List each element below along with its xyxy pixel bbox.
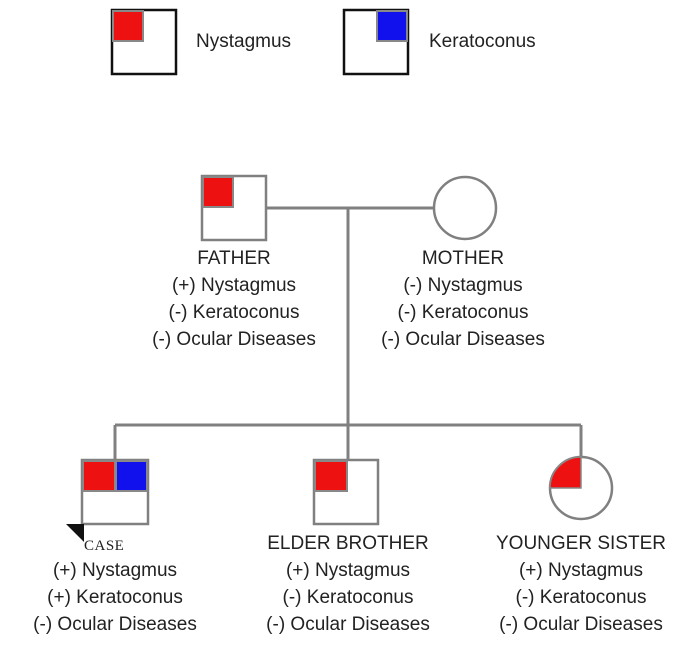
father-line-3: (-) Ocular Diseases <box>152 329 316 350</box>
legend-nystagmus-symbol <box>110 8 178 76</box>
younger-sister-line-1: (+) Nystagmus <box>518 560 644 581</box>
case-line-1: (+) Nystagmus <box>52 560 178 581</box>
elder-brother-line-3: (-) Ocular Diseases <box>266 614 430 635</box>
father-label: FATHER (+) Nystagmus (-) Keratoconus (-)… <box>114 245 354 353</box>
elder-brother-name: ELDER BROTHER <box>267 533 429 554</box>
legend-keratoconus-label: Keratoconus <box>429 31 536 52</box>
case-label: (+) Nystagmus (+) Keratoconus (-) Ocular… <box>0 557 230 638</box>
younger-sister-symbol <box>548 455 614 521</box>
proband-arrow <box>66 524 84 542</box>
elder-brother-line-1: (+) Nystagmus <box>285 560 411 581</box>
case-symbol <box>80 458 150 526</box>
mother-symbol <box>432 175 498 241</box>
elder-brother-label: ELDER BROTHER (+) Nystagmus (-) Keratoco… <box>230 530 466 638</box>
elder-brother-line-2: (-) Keratoconus <box>282 587 414 608</box>
younger-sister-line-3: (-) Ocular Diseases <box>499 614 663 635</box>
mother-line-3: (-) Ocular Diseases <box>381 329 545 350</box>
younger-sister-line-2: (-) Keratoconus <box>515 587 647 608</box>
legend-nystagmus-label: Nystagmus <box>196 31 292 52</box>
case-line-3: (-) Ocular Diseases <box>33 614 197 635</box>
mother-name: MOTHER <box>421 248 505 269</box>
younger-sister-name: YOUNGER SISTER <box>496 533 666 554</box>
case-tag: CASE <box>84 538 125 554</box>
mother-line-1: (-) Nystagmus <box>403 275 523 296</box>
father-line-1: (+) Nystagmus <box>171 275 297 296</box>
father-name: FATHER <box>197 248 271 269</box>
case-line-2: (+) Keratoconus <box>47 587 183 608</box>
legend-keratoconus-symbol <box>342 8 410 76</box>
father-line-2: (-) Keratoconus <box>168 302 300 323</box>
father-symbol <box>200 174 268 242</box>
mother-label: MOTHER (-) Nystagmus (-) Keratoconus (-)… <box>343 245 583 353</box>
younger-sister-label: YOUNGER SISTER (+) Nystagmus (-) Keratoc… <box>466 530 696 638</box>
elder-brother-symbol <box>312 458 380 526</box>
mother-line-2: (-) Keratoconus <box>397 302 529 323</box>
